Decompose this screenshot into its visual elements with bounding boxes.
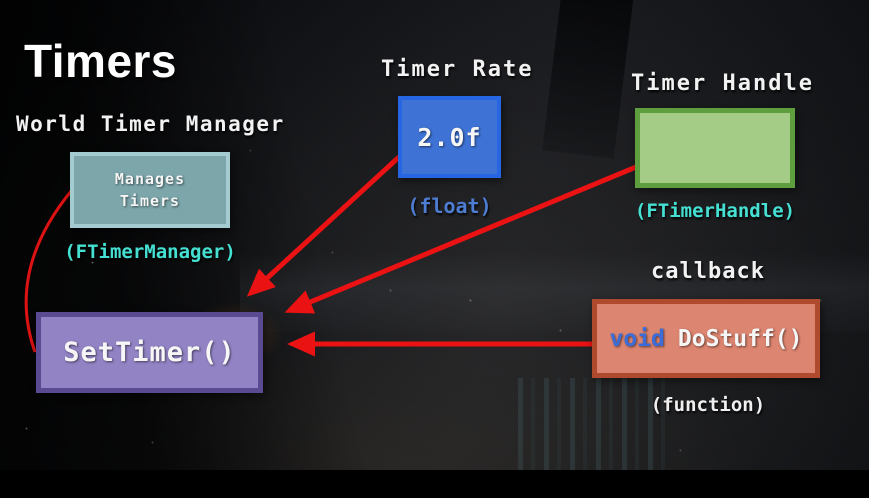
- rate-value: 2.0f: [417, 122, 482, 152]
- callback-heading: callback: [651, 259, 765, 284]
- manager-box-line1: Manages: [114, 170, 186, 188]
- manager-node-box: Manages Timers: [70, 152, 230, 228]
- settimer-label: SetTimer(): [63, 337, 236, 368]
- manager-box-line2: Timers: [119, 192, 181, 210]
- rate-type-label: (float): [407, 194, 492, 218]
- timer-rate-heading: Timer Rate: [381, 57, 534, 82]
- background-structures: [518, 378, 668, 470]
- rate-node-box: 2.0f: [398, 96, 501, 178]
- handle-type-label: (FTimerHandle): [634, 200, 796, 222]
- handle-node-box: [635, 108, 795, 188]
- world-timer-manager-heading: World Timer Manager: [16, 112, 285, 136]
- timer-handle-heading: Timer Handle: [631, 71, 814, 96]
- settimer-node-box: SetTimer(): [36, 312, 263, 393]
- callback-node-box: void DoStuff(): [592, 299, 820, 378]
- bottom-letterbox: [0, 470, 869, 498]
- manager-type-label: (FTimerManager): [64, 241, 236, 263]
- callback-keyword: void: [609, 325, 665, 352]
- background-stars: [0, 0, 1, 1]
- callback-type-label: (function): [650, 394, 766, 416]
- page-title: Timers: [24, 35, 178, 87]
- callback-function-name: DoStuff(): [677, 325, 803, 352]
